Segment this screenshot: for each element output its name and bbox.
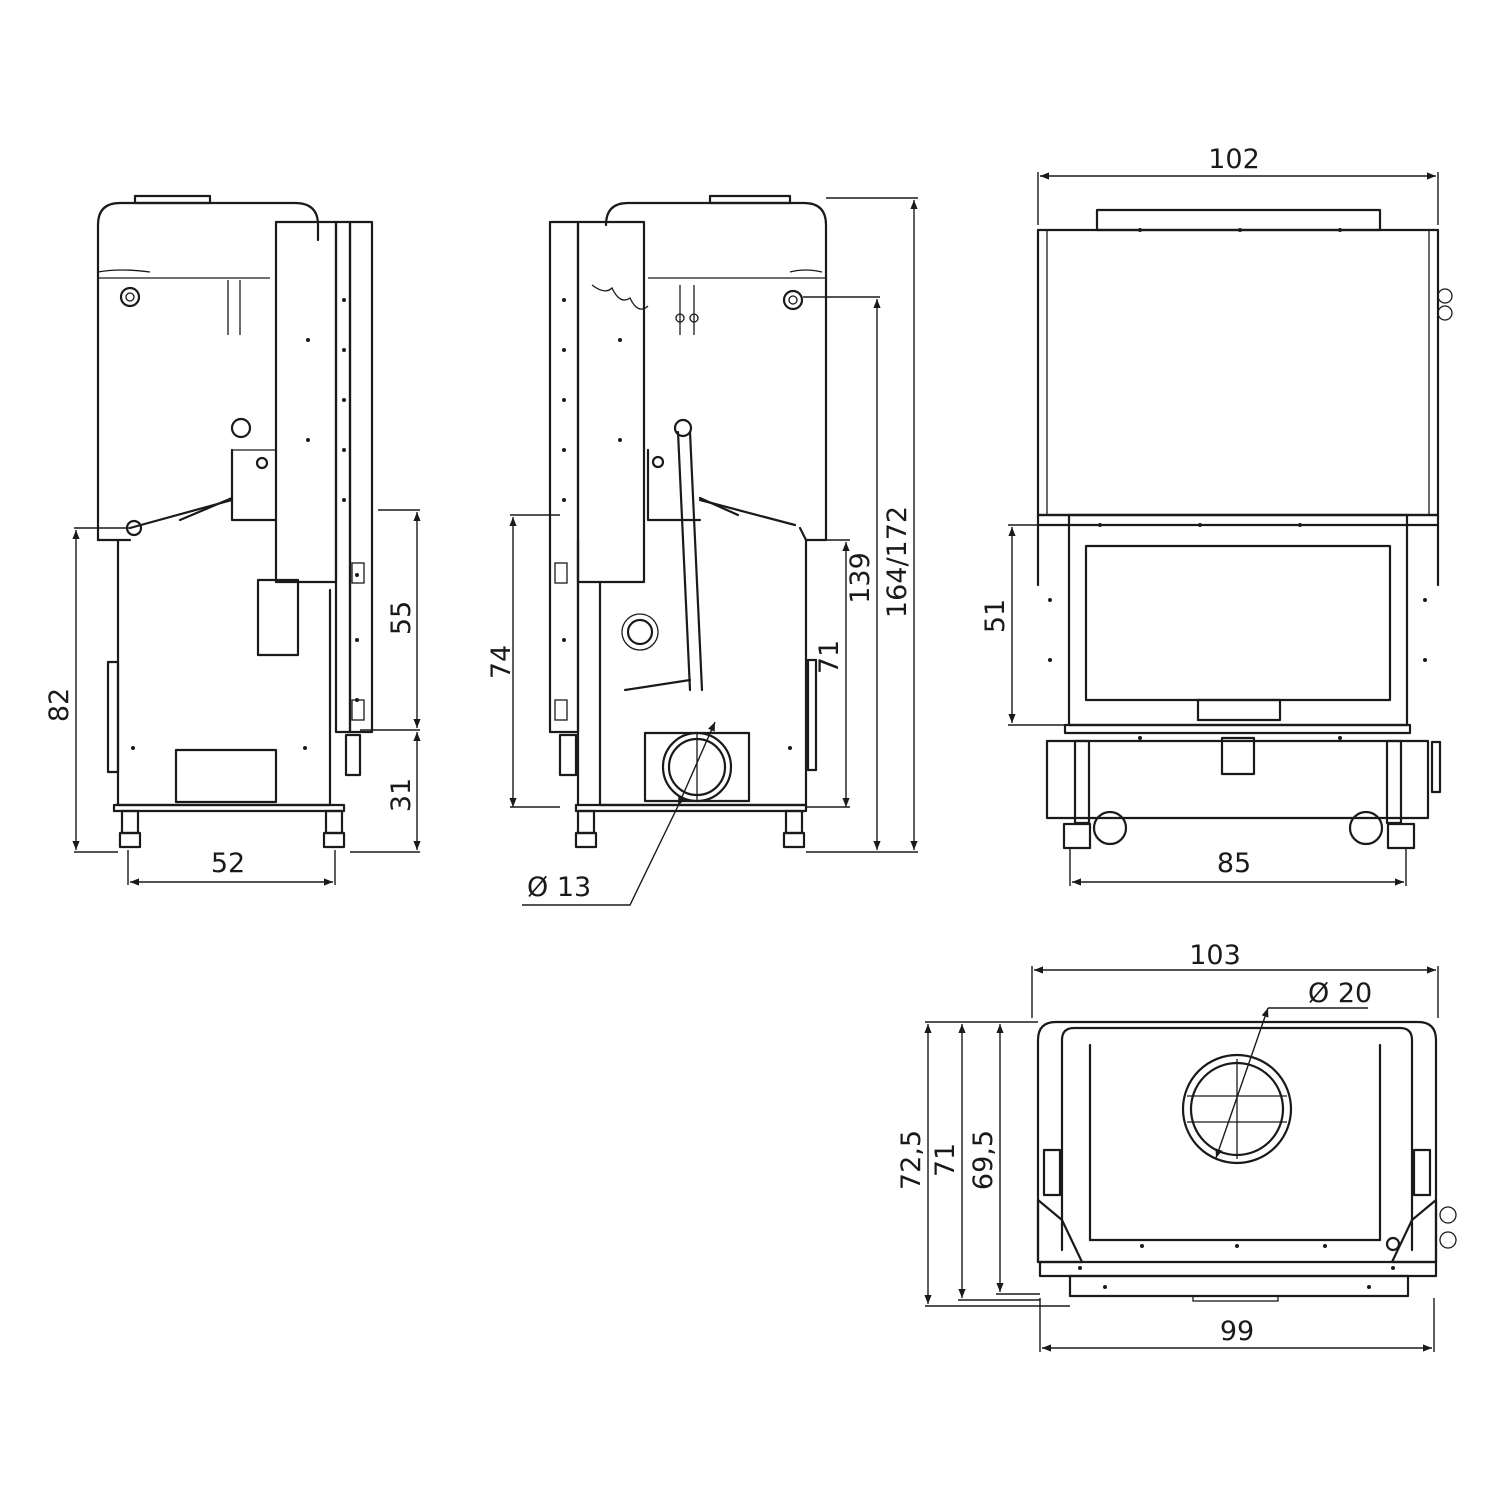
label-connection-74: 74 bbox=[486, 645, 517, 679]
label-base-85: 85 bbox=[1217, 848, 1251, 879]
top-view bbox=[1036, 1020, 1457, 1302]
label-height-82: 82 bbox=[44, 688, 75, 722]
label-lower-31: 31 bbox=[386, 778, 417, 812]
label-inlet-139: 139 bbox=[845, 552, 876, 604]
front-view bbox=[1036, 208, 1453, 850]
dimension-lines bbox=[72, 172, 1439, 1352]
label-diameter-13: Ø 13 bbox=[527, 872, 591, 903]
label-width-99: 99 bbox=[1220, 1316, 1254, 1347]
label-total-164-172: 164/172 bbox=[882, 506, 913, 618]
label-door-51: 51 bbox=[980, 599, 1011, 633]
label-depth-69-5: 69,5 bbox=[968, 1130, 999, 1190]
label-socket-71: 71 bbox=[814, 640, 845, 674]
side-view-right bbox=[548, 194, 828, 849]
label-width-103: 103 bbox=[1189, 940, 1241, 971]
label-depth-72-5: 72,5 bbox=[896, 1130, 927, 1190]
label-width-52: 52 bbox=[211, 848, 245, 879]
label-depth-71: 71 bbox=[930, 1143, 961, 1177]
label-width-102: 102 bbox=[1208, 144, 1260, 175]
side-view-left bbox=[96, 194, 374, 849]
dimension-labels: 82 52 55 31 74 71 139 164/172 Ø 13 102 5… bbox=[44, 144, 1372, 1347]
label-upper-55: 55 bbox=[386, 601, 417, 635]
label-diameter-20: Ø 20 bbox=[1308, 978, 1372, 1009]
